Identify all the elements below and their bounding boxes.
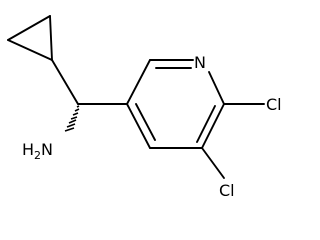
bond-c4-c3 bbox=[126, 103, 151, 149]
chlorine-label-2: Cl bbox=[219, 181, 235, 200]
nitrogen-label: N bbox=[194, 53, 206, 72]
bond-c5-cl bbox=[201, 147, 225, 179]
structure-drawing: N Cl Cl H2N bbox=[7, 15, 282, 200]
bond-cyclopropyl-a bbox=[7, 15, 51, 41]
bond-c6-c5 bbox=[201, 103, 225, 149]
bond-cyclopropyl-stereocenter bbox=[51, 59, 79, 105]
bond-c6-c5-inner bbox=[196, 105, 216, 143]
bond-cyclopropyl-b bbox=[7, 39, 53, 61]
bond-c4-c3-inner bbox=[135, 103, 156, 141]
bond-cyclopropyl-c bbox=[49, 15, 53, 61]
chlorine-label-1: Cl bbox=[266, 95, 282, 114]
amine-label: H2N bbox=[22, 140, 53, 162]
bond-c3-c2 bbox=[126, 59, 151, 105]
hashed-wedge-bond bbox=[64, 105, 80, 132]
bond-n-c6 bbox=[208, 71, 225, 105]
molecule-diagram: N Cl Cl H2N bbox=[7, 15, 282, 200]
